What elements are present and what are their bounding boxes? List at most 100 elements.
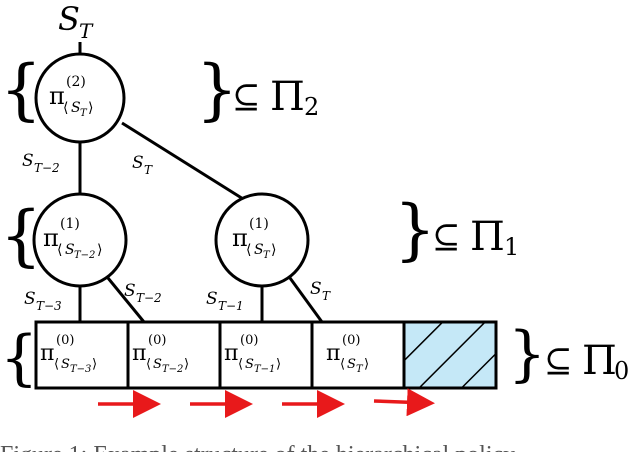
pi-subscript-open: ⟨ — [238, 357, 243, 372]
subset-label-level1: } ⊆ Π 1 — [394, 191, 519, 268]
pi-capital-subscript: 2 — [304, 93, 319, 121]
pi-subscript-open: ⟨ — [146, 357, 151, 372]
pi-superscript: (0) — [342, 333, 360, 348]
edge-label-idx: T−3 — [36, 299, 62, 313]
pi-subscript-open: ⟨ — [340, 357, 345, 372]
pi-capital-subscript: 1 — [504, 233, 519, 261]
root-label-main: S — [58, 0, 80, 38]
root-label: S T — [58, 0, 94, 43]
pi-subscript-state: S — [71, 100, 81, 116]
policy-label-cell-1: π (0) ⟨ S T−2 ⟩ — [132, 333, 189, 375]
transition-arrow-3 — [373, 388, 435, 417]
subset-symbol: ⊆ — [544, 341, 573, 381]
pi-subscript-close: ⟩ — [92, 357, 97, 372]
edge-label-l2-l1left: S T−2 — [22, 151, 60, 175]
policy-node-level1-right — [214, 192, 310, 288]
policy-label-level2: π (2) ⟨ S T ⟩ — [49, 74, 93, 119]
pi-subscript-index: T−3 — [70, 364, 91, 375]
policy-cell-2 — [218, 320, 314, 390]
edge-label-idx: T−2 — [136, 291, 162, 305]
pi-subscript-index: T−2 — [162, 364, 183, 375]
pi-superscript: (1) — [60, 216, 80, 232]
subset-symbol: ⊆ — [432, 217, 461, 257]
policy-node-level2 — [34, 52, 126, 144]
edge-label-l1left-c0: S T−3 — [24, 289, 62, 313]
pi-subscript-state: S — [65, 242, 75, 258]
figure-caption: Figure 1: Example structure of the hiera… — [0, 442, 515, 452]
edge-l1left-c1 — [106, 277, 146, 323]
pi-subscript-open: ⟨ — [63, 100, 68, 116]
pi-subscript-close: ⟩ — [184, 357, 189, 372]
subset-label-level0: } ⊆ Π 0 — [508, 319, 629, 389]
empty-hatched-cell — [402, 320, 498, 390]
edge-label-idx: T−2 — [34, 161, 60, 175]
subset-label-level2: } ⊆ Π 2 — [196, 51, 319, 128]
pi-subscript-close: ⟩ — [88, 100, 93, 116]
pi-subscript-index: T — [263, 250, 271, 261]
pi-superscript: (1) — [249, 216, 269, 232]
pi-capital: Π — [270, 74, 305, 120]
pi-symbol: π — [132, 341, 146, 366]
pi-subscript-close: ⟩ — [97, 242, 102, 258]
right-brace: } — [508, 319, 546, 389]
pi-subscript-state: S — [245, 357, 254, 372]
left-brace-level0: { — [0, 323, 38, 393]
pi-subscript-index: T−1 — [254, 364, 275, 375]
edge-label-idx: T — [144, 163, 153, 177]
pi-subscript-state: S — [254, 242, 264, 258]
pi-subscript-open: ⟨ — [54, 357, 59, 372]
edge-label-main: S — [124, 281, 136, 301]
pi-subscript-index: T — [356, 364, 364, 375]
left-brace-level1: { — [0, 197, 42, 274]
edge-label-main: S — [206, 289, 218, 309]
pi-subscript-index: T — [80, 108, 88, 119]
pi-subscript-close: ⟩ — [364, 357, 369, 372]
subset-symbol: ⊆ — [232, 77, 261, 117]
edge-label-idx: T — [322, 289, 331, 303]
pi-subscript-index: T−2 — [74, 250, 95, 261]
edge-label-main: S — [22, 151, 34, 171]
pi-superscript: (0) — [148, 333, 166, 348]
policy-label-level1-left: π (1) ⟨ S T−2 ⟩ — [43, 216, 102, 261]
edge-l1right-c3 — [288, 277, 324, 323]
pi-symbol: π — [49, 82, 65, 110]
root-label-index: T — [79, 19, 94, 43]
pi-subscript-close: ⟩ — [276, 357, 281, 372]
pi-capital-subscript: 0 — [614, 357, 629, 385]
pi-symbol: π — [232, 224, 248, 252]
edge-label-l2-l1right: S T — [132, 153, 153, 177]
policy-label-level1-right: π (1) ⟨ S T ⟩ — [232, 216, 276, 261]
right-brace: } — [394, 191, 436, 268]
pi-capital: Π — [582, 338, 617, 384]
pi-capital: Π — [470, 214, 505, 260]
pi-subscript-close: ⟩ — [271, 242, 276, 258]
edge-label-l1left-c1: S T−2 — [124, 281, 162, 305]
pi-symbol: π — [40, 341, 54, 366]
edge-label-l1right-c3: S T — [310, 279, 331, 303]
pi-subscript-open: ⟨ — [246, 242, 251, 258]
pi-symbol: π — [326, 341, 340, 366]
pi-symbol: π — [224, 341, 238, 366]
pi-symbol: π — [43, 224, 59, 252]
edge-label-main: S — [310, 279, 322, 299]
pi-superscript: (2) — [66, 74, 86, 90]
left-brace-level2: { — [0, 51, 42, 128]
edge-label-l1right-c2: S T−1 — [206, 289, 244, 313]
policy-label-cell-0: π (0) ⟨ S T−3 ⟩ — [40, 333, 97, 375]
edge-l2-l1right — [121, 121, 249, 204]
right-brace: } — [196, 51, 238, 128]
policy-label-cell-2: π (0) ⟨ S T−1 ⟩ — [224, 333, 281, 375]
pi-subscript-state: S — [61, 357, 70, 372]
policy-label-cell-3: π (0) ⟨ S T ⟩ — [326, 333, 369, 375]
edge-label-main: S — [132, 153, 144, 173]
edge-label-idx: T−1 — [218, 299, 244, 313]
pi-subscript-state: S — [153, 357, 162, 372]
policy-node-level1-left — [32, 192, 128, 288]
pi-subscript-open: ⟨ — [57, 242, 62, 258]
pi-superscript: (0) — [240, 333, 258, 348]
pi-subscript-state: S — [347, 357, 356, 372]
edge-label-main: S — [24, 289, 36, 309]
policy-cell-3 — [310, 320, 406, 390]
pi-superscript: (0) — [56, 333, 74, 348]
